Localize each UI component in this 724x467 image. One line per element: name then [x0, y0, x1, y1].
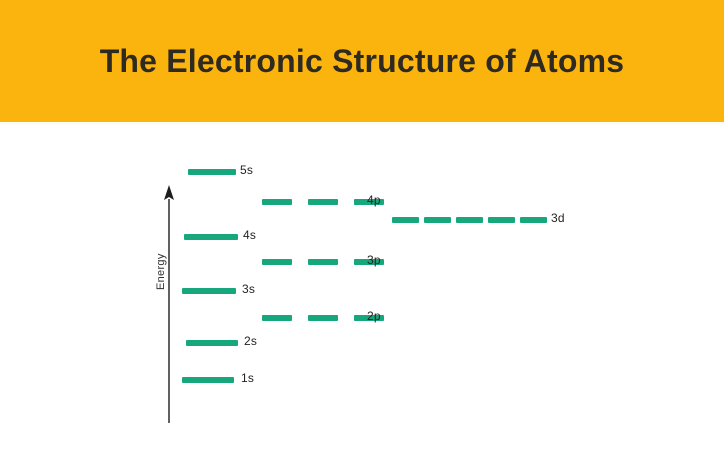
orbital-dash-2p-3: [354, 315, 384, 321]
energy-axis-arrow-icon: [164, 185, 174, 423]
orbital-dash-3d-4: [488, 217, 515, 223]
orbital-level-2s: 2s: [0, 334, 724, 350]
orbital-label-3d: 3d: [551, 211, 565, 225]
header-banner: The Electronic Structure of Atoms: [0, 0, 724, 122]
page-title: The Electronic Structure of Atoms: [99, 42, 625, 79]
orbital-label-2p: 2p: [367, 309, 381, 323]
orbital-dash-5s-1: [188, 169, 236, 175]
orbital-dash-3p-3: [354, 259, 384, 265]
orbital-level-3p: 3p: [0, 253, 724, 269]
energy-axis: Energy: [155, 185, 178, 423]
orbital-dash-3p-1: [262, 259, 292, 265]
orbital-level-2p: 2p: [0, 309, 724, 325]
orbital-label-5s: 5s: [240, 163, 254, 177]
orbital-label-3p: 3p: [367, 253, 381, 267]
orbital-dash-3p-2: [308, 259, 338, 265]
orbital-label-1s: 1s: [241, 371, 255, 385]
orbital-dash-4p-3: [354, 199, 384, 205]
orbital-label-3s: 3s: [242, 282, 256, 296]
orbital-dash-4p-1: [262, 199, 292, 205]
orbital-dash-4p-2: [308, 199, 338, 205]
orbital-dash-3s-1: [182, 288, 236, 294]
orbital-label-2s: 2s: [244, 334, 258, 348]
header-underline-divider: [0, 122, 724, 125]
orbital-dash-3d-2: [424, 217, 451, 223]
orbital-dash-3d-3: [456, 217, 483, 223]
orbital-dash-2s-1: [186, 340, 238, 346]
orbital-label-4s: 4s: [243, 228, 257, 242]
orbital-dash-2p-2: [308, 315, 338, 321]
orbital-label-4p: 4p: [367, 193, 381, 207]
orbital-level-4p: 4p: [0, 193, 724, 209]
orbital-dash-4s-1: [184, 234, 238, 240]
orbital-level-3d: 3d: [0, 211, 724, 227]
orbital-dash-2p-1: [262, 315, 292, 321]
orbital-dash-1s-1: [182, 377, 234, 383]
orbital-level-3s: 3s: [0, 282, 724, 298]
orbital-dash-3d-5: [520, 217, 547, 223]
orbital-dash-3d-1: [392, 217, 419, 223]
orbital-level-1s: 1s: [0, 371, 724, 387]
orbital-level-5s: 5s: [0, 163, 724, 179]
orbital-level-4s: 4s: [0, 228, 724, 244]
energy-level-diagram: Energy 1s 2s 2p 3s 3p 4s 3d 4p 5s: [0, 125, 724, 467]
